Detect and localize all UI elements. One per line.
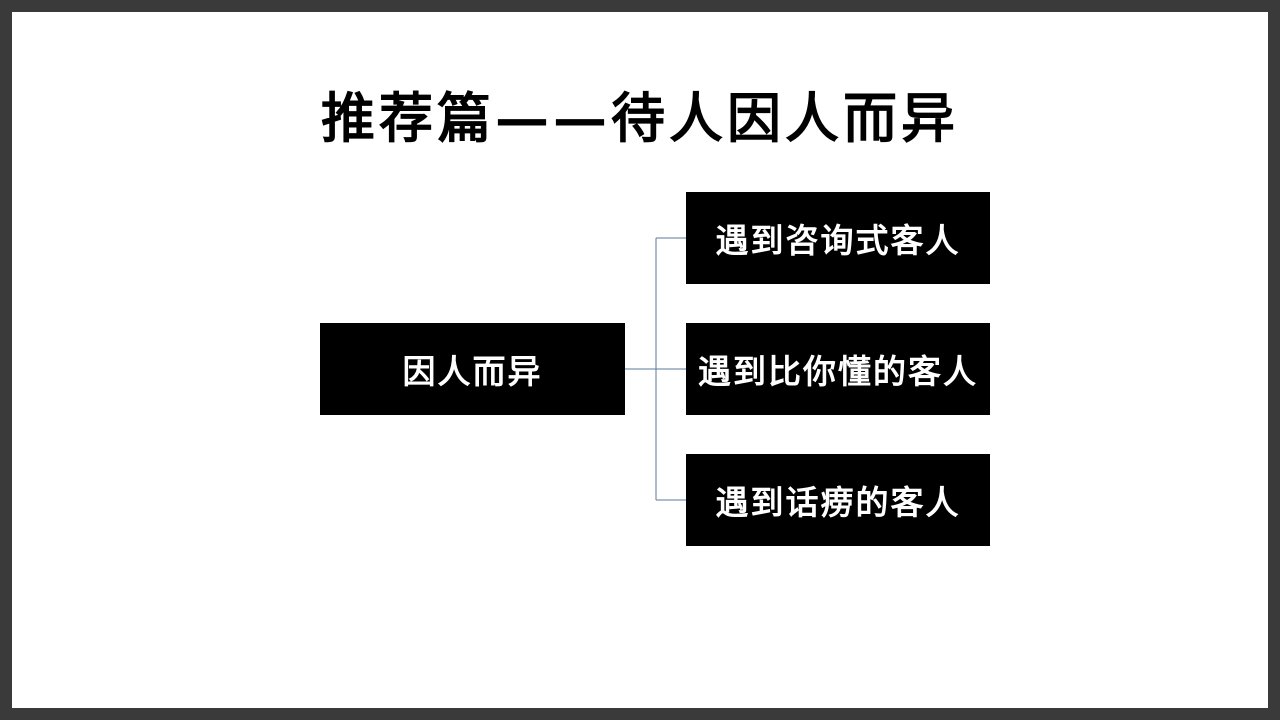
root-node-label: 因人而异 xyxy=(402,352,543,391)
child-node-label: 遇到话痨的客人 xyxy=(715,483,961,522)
slide: 推荐篇——待人因人而异 因人而异 遇到咨询式客人 遇到比你懂的客人 遇到话痨的客… xyxy=(12,12,1268,708)
child-node-label: 遇到咨询式客人 xyxy=(715,221,961,260)
slide-title: 推荐篇——待人因人而异 xyxy=(321,86,959,150)
root-node: 因人而异 xyxy=(320,323,625,415)
child-node-consulting-guest: 遇到咨询式客人 xyxy=(686,192,990,284)
child-node-expert-guest: 遇到比你懂的客人 xyxy=(686,323,990,415)
child-node-label: 遇到比你懂的客人 xyxy=(698,352,978,391)
child-node-talkative-guest: 遇到话痨的客人 xyxy=(686,454,990,546)
